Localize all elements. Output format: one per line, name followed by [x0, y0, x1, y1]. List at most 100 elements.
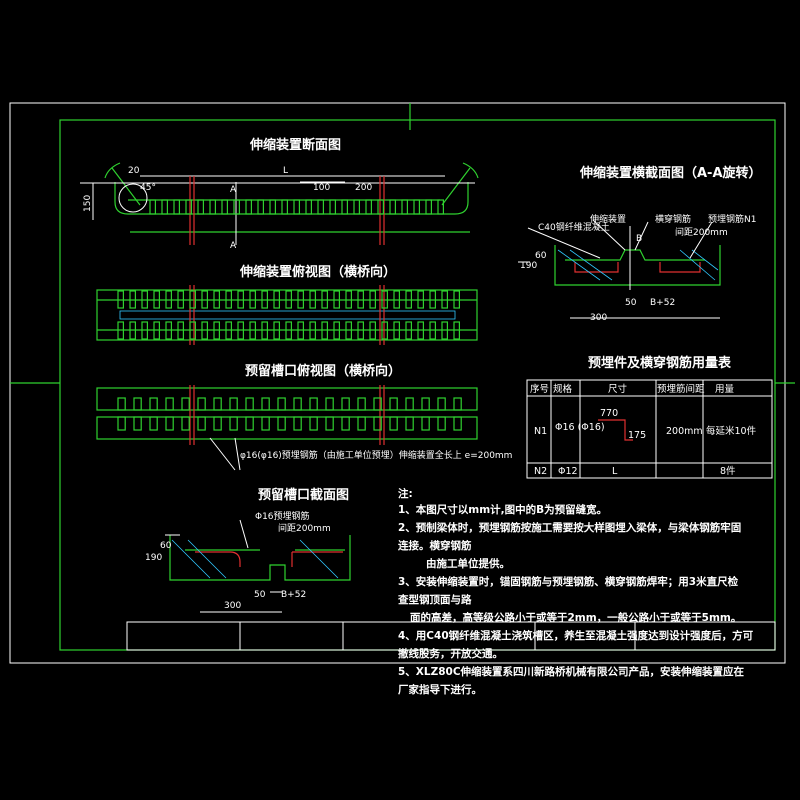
plan-title: 伸缩装置俯视图（横桥向） [239, 264, 396, 280]
groove-slot-top [437, 397, 446, 411]
plan-tooth-top [333, 290, 341, 309]
plan-tooth-top [321, 290, 329, 309]
plan-tooth-bottom [273, 321, 281, 340]
n2-id: N2 [534, 466, 547, 477]
section-tooth [245, 199, 253, 215]
note-line-1: 2、预制梁体时，预埋钢筋按施工需要按大样图埋入梁体，与梁体钢筋牢固 [398, 521, 741, 534]
dim-45: 45° [140, 183, 156, 193]
plan-tooth-bottom [297, 321, 305, 340]
groove-slot-bottom [373, 416, 382, 431]
groove-slot-top [117, 397, 126, 411]
section-tooth [437, 199, 445, 215]
groove-dim-b452: B+52 [281, 590, 306, 600]
section-tooth [317, 199, 325, 215]
groove-slot-bottom [293, 416, 302, 431]
cross-gap-B: B [636, 234, 642, 244]
groove-slot-top [309, 397, 318, 411]
plan-tooth-bottom [333, 321, 341, 340]
cross-section [518, 219, 721, 319]
plan-tooth-top [297, 290, 305, 309]
plan-tooth-top [129, 290, 137, 309]
groove-slot-top [325, 397, 334, 411]
section-tooth [209, 199, 217, 215]
groove-slot-top [453, 397, 462, 411]
n1-spacing: 200mm [666, 426, 703, 437]
groove-slot-bottom [245, 416, 254, 431]
dim-L: L [283, 166, 288, 176]
plan-tooth-top [453, 290, 461, 309]
plan-tooth-bottom [321, 321, 329, 340]
plan-tooth-bottom [441, 321, 449, 340]
n1-id: N1 [534, 426, 547, 437]
section-tooth [281, 199, 289, 215]
th-qty: 用量 [715, 384, 735, 395]
note-line-6: 面的高差，高等级公路小于或等于2mm，一般公路小于或等于5mm。 [410, 611, 741, 624]
section-tooth [341, 199, 349, 215]
plan-tooth-bottom [165, 321, 173, 340]
section-tooth [377, 199, 385, 215]
groove-slot-top [389, 397, 398, 411]
plan-teeth [117, 290, 461, 340]
plan-tooth-top [309, 290, 317, 309]
dim-100: 100 [313, 183, 330, 193]
plan-tooth-bottom [429, 321, 437, 340]
section-tooth [413, 199, 421, 215]
plan-tooth-bottom [141, 321, 149, 340]
plan-tooth-bottom [309, 321, 317, 340]
plan-tooth-bottom [249, 321, 257, 340]
section-tooth [305, 199, 313, 215]
groove-dim-190: 190 [145, 553, 162, 563]
n1-size-a: 770 [600, 408, 618, 419]
n1-spec: Φ16 (Φ16) [555, 422, 605, 433]
groove-plan-title: 预留槽口俯视图（横桥向） [245, 363, 401, 379]
plan-tooth-top [141, 290, 149, 309]
n2-spec: Φ12 [558, 466, 578, 477]
section-tooth [257, 199, 265, 215]
rebar-callout: φ16(φ16)预埋钢筋（由施工单位预埋）伸缩装置全长上 e=200mm [240, 449, 512, 461]
groove-slot-bottom [277, 416, 286, 431]
plan-tooth-top [225, 290, 233, 309]
note-line-4: 3、安装伸缩装置时，锚固钢筋与预埋钢筋、横穿钢筋焊牢；用3米直尺检 [398, 575, 739, 588]
groove-slot-bottom [325, 416, 334, 431]
n2-qty: 8件 [720, 465, 736, 477]
groove-slot-top [373, 397, 382, 411]
section-tooth [401, 199, 409, 215]
section-tooth [425, 199, 433, 215]
plan-tooth-top [417, 290, 425, 309]
groove-slot-bottom [453, 416, 462, 431]
groove-slot-bottom [341, 416, 350, 431]
groove-slot-top [341, 397, 350, 411]
plan-tooth-bottom [405, 321, 413, 340]
section-tooth [173, 199, 181, 215]
groove-slot-top [229, 397, 238, 411]
plan-tooth-bottom [345, 321, 353, 340]
section-tooth [365, 199, 373, 215]
plan-tooth-top [189, 290, 197, 309]
groove-slot-top [277, 397, 286, 411]
note-line-2: 连接。横穿钢筋 [398, 539, 472, 552]
groove-slot-bottom [309, 416, 318, 431]
dim-150: 150 [83, 195, 93, 212]
groove-section [165, 519, 351, 613]
cut-mark-a-bottom: A [230, 241, 237, 251]
n1-size-b: 175 [628, 430, 646, 441]
plan-tooth-bottom [225, 321, 233, 340]
plan-tooth-top [117, 290, 125, 309]
groove-slot-top [197, 397, 206, 411]
groove-slot-top [149, 397, 158, 411]
cross-c40-label: C40钢纤维混凝土 [538, 221, 610, 233]
title-block [126, 621, 776, 651]
groove-slot-bottom [133, 416, 142, 431]
section-view [80, 162, 479, 245]
note-line-10: 厂家指导下进行。 [398, 683, 482, 696]
groove-slot-bottom [261, 416, 270, 431]
section-tooth [221, 199, 229, 215]
plan-tooth-bottom [393, 321, 401, 340]
note-line-7: 4、用C40钢纤维混凝土浇筑槽区，养生至混凝土强度达到设计强度后，方可 [398, 629, 754, 642]
plan-tooth-top [429, 290, 437, 309]
groove-slot-bottom [117, 416, 126, 431]
plan-tooth-top [405, 290, 413, 309]
groove-slot-bottom [437, 416, 446, 431]
groove-slot-bottom [197, 416, 206, 431]
